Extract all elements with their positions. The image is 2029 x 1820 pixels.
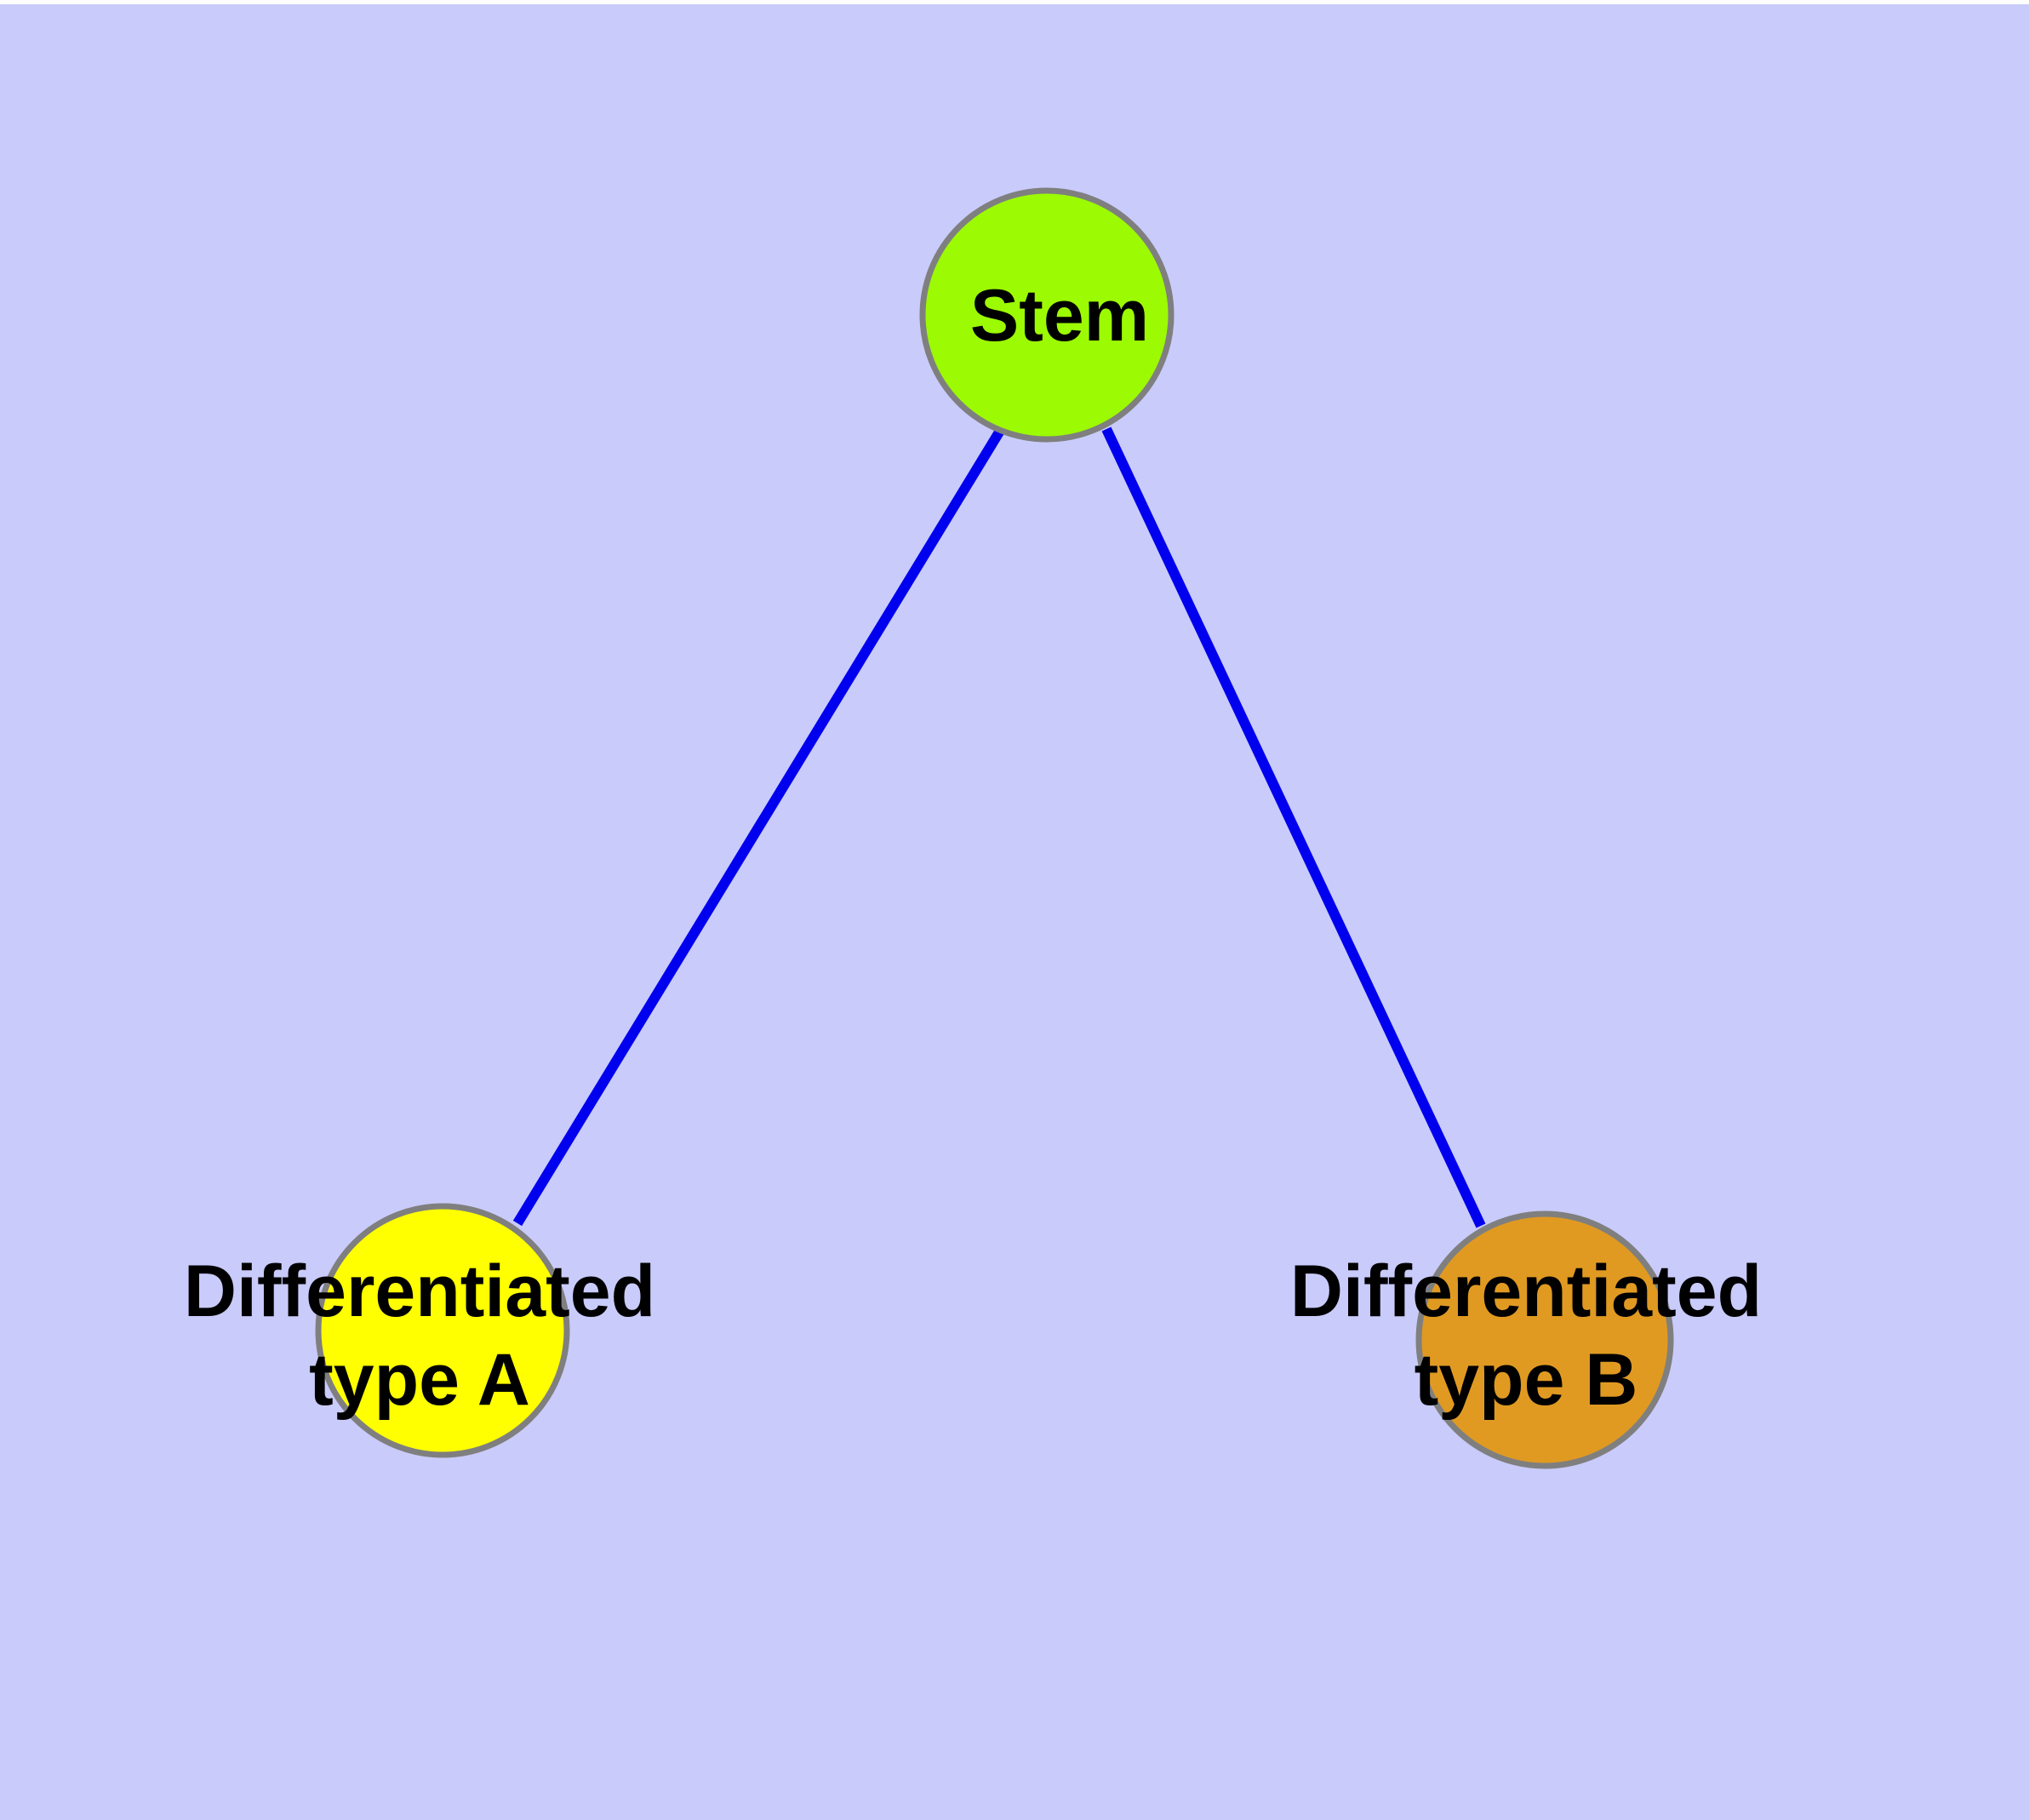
node-diff-a-label-line2: type A — [309, 1339, 530, 1421]
node-diff-a-circle[interactable] — [315, 1203, 570, 1458]
edge-group — [512, 426, 1486, 1228]
node-label-group: Stem Differentiated type A Differentiate… — [184, 275, 1762, 1421]
edge-stem-to-diff-b[interactable] — [1101, 426, 1486, 1228]
node-stem-circle[interactable] — [919, 187, 1175, 443]
node-diff-b-circle[interactable] — [1415, 1210, 1674, 1469]
edge-stem-to-diff-a[interactable] — [512, 427, 1005, 1227]
node-diff-b-label-line1: Differentiated — [1290, 1251, 1762, 1332]
node-group — [315, 187, 1674, 1469]
node-diff-a-label-line1: Differentiated — [184, 1251, 655, 1332]
node-diff-b-label-line2: type B — [1415, 1339, 1638, 1421]
node-stem-label: Stem — [970, 275, 1149, 357]
